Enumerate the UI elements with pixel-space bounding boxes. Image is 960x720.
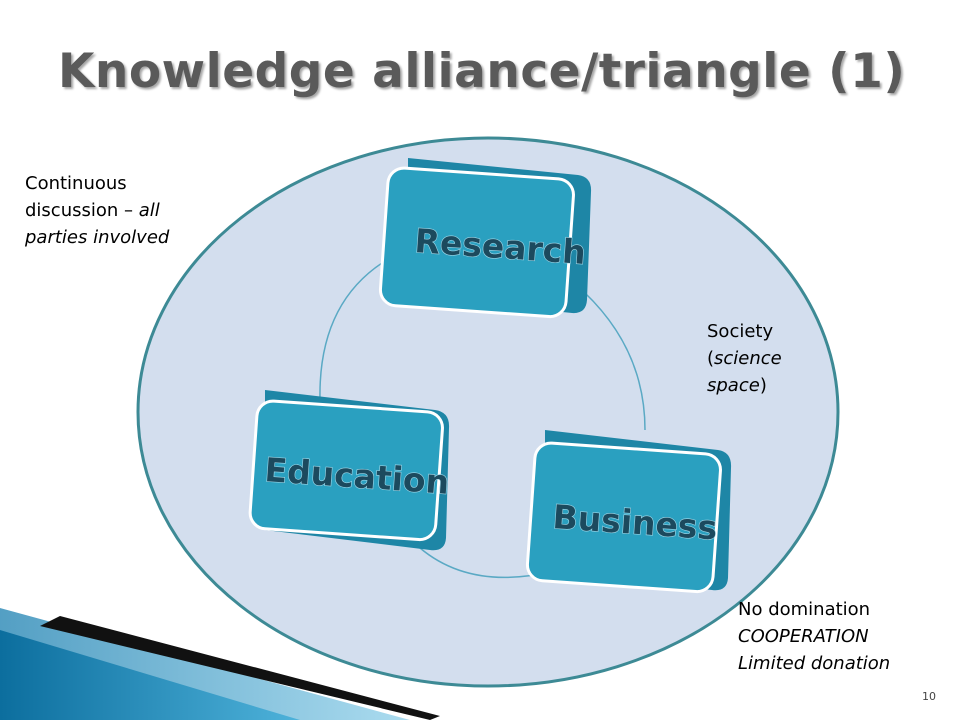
note-society: Society (science space): [707, 318, 782, 399]
note-text: (: [707, 348, 715, 369]
note-continuous-discussion: Continuous discussion – all parties invo…: [25, 170, 169, 251]
slide-title: Knowledge alliance/triangle (1): [58, 44, 906, 99]
business-box-face: [525, 441, 722, 594]
corner-wedge-dark: [0, 630, 300, 720]
note-text: discussion –: [25, 200, 139, 221]
note-line: (science: [707, 345, 782, 372]
note-text: ): [759, 375, 767, 396]
note-line: Continuous: [25, 173, 127, 194]
connector-research-education: [319, 257, 391, 401]
note-line: parties involved: [25, 224, 169, 251]
note-text-italic: all: [138, 200, 160, 221]
note-line: Limited donation: [738, 650, 890, 677]
note-line: COOPERATION: [738, 623, 890, 650]
corner-decoration: [0, 608, 440, 720]
business-box: Business: [525, 430, 732, 594]
page-number: 10: [922, 690, 936, 703]
note-line: discussion – all: [25, 197, 169, 224]
research-box: Research: [378, 158, 592, 319]
note-text-italic: COOPERATION: [738, 626, 869, 647]
connector-research-business: [583, 291, 646, 431]
note-line: space): [707, 372, 782, 399]
corner-black-stroke: [40, 616, 440, 720]
note-text-italic: parties involved: [25, 227, 170, 248]
note-text-italic: Limited donation: [738, 653, 891, 674]
note-line: No domination: [738, 599, 871, 620]
education-box-face: [248, 399, 444, 542]
education-box: Education: [248, 390, 451, 551]
note-text-italic: space: [707, 375, 760, 396]
note-line: Society: [707, 321, 774, 342]
research-box-face: [378, 166, 575, 319]
note-text-italic: science: [714, 348, 782, 369]
note-domination: No domination COOPERATION Limited donati…: [738, 596, 890, 677]
